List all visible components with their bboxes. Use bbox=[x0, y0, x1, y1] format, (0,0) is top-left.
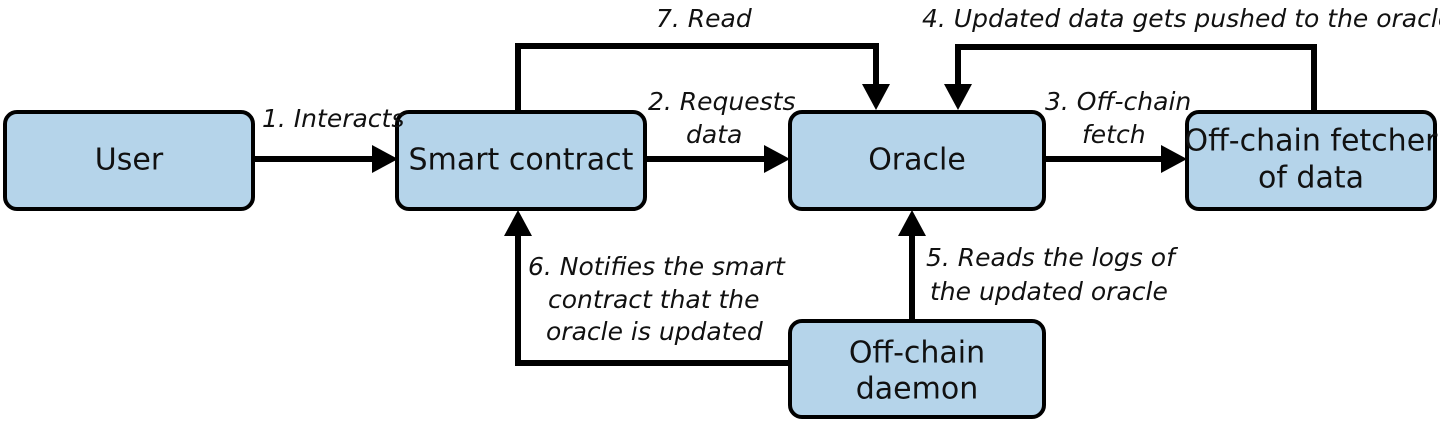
node-smart-contract-label: Smart contract bbox=[409, 143, 634, 178]
edge-requests-data-arrowhead bbox=[764, 145, 790, 173]
edge-label-read: 7. Read bbox=[656, 4, 752, 33]
node-off-chain-fetcher-label-line2: of data bbox=[1258, 161, 1364, 196]
edge-reads-logs-arrowhead bbox=[898, 210, 926, 236]
edge-requests-data bbox=[645, 145, 790, 173]
node-user: User bbox=[3, 110, 255, 211]
edge-read bbox=[515, 43, 890, 112]
edge-notifies-line bbox=[515, 236, 790, 366]
node-user-label: User bbox=[95, 143, 164, 178]
edge-label-reads-logs-line1: 5. Reads the logs of bbox=[926, 243, 1178, 272]
edge-notifies bbox=[504, 210, 790, 366]
edge-label-requests-data-line2: data bbox=[686, 120, 742, 149]
node-oracle: Oracle bbox=[788, 110, 1046, 211]
edge-label-off-chain-fetch-line1: 3. Off-chain bbox=[1045, 87, 1191, 116]
edge-off-chain-fetch-arrowhead bbox=[1161, 145, 1187, 173]
node-smart-contract-box bbox=[395, 110, 647, 211]
node-off-chain-daemon-box bbox=[788, 319, 1046, 419]
edge-label-reads-logs-line2: the updated oracle bbox=[930, 277, 1168, 306]
edge-label-off-chain-fetch-line2: fetch bbox=[1082, 120, 1146, 149]
node-oracle-box bbox=[788, 110, 1046, 211]
node-off-chain-daemon-label-line1: Off-chain bbox=[849, 336, 985, 371]
edge-updated-data-pushed-arrowhead bbox=[944, 84, 972, 110]
node-off-chain-fetcher-label-line1: Off-chain fetcher bbox=[1185, 124, 1439, 159]
node-off-chain-daemon: Off-chain daemon bbox=[788, 319, 1046, 419]
node-off-chain-daemon-label-line2: daemon bbox=[856, 372, 978, 407]
edge-label-requests-data-line1: 2. Requests bbox=[648, 87, 796, 116]
node-off-chain-fetcher: Off-chain fetcher of data bbox=[1185, 110, 1439, 211]
edge-read-line bbox=[515, 43, 879, 112]
node-user-box bbox=[3, 110, 255, 211]
edge-label-notifies-line1: 6. Notifies the smart bbox=[528, 252, 786, 281]
node-off-chain-fetcher-box bbox=[1185, 110, 1437, 211]
edge-interacts-arrowhead bbox=[372, 145, 398, 173]
node-smart-contract: Smart contract bbox=[395, 110, 647, 211]
edge-label-interacts: 1. Interacts bbox=[262, 104, 404, 133]
edge-updated-data-pushed-line bbox=[955, 44, 1317, 112]
edge-label-updated-data-pushed: 4. Updated data gets pushed to the oracl… bbox=[922, 4, 1440, 33]
edge-reads-logs bbox=[898, 210, 926, 321]
edge-label-notifies-line3: oracle is updated bbox=[546, 317, 763, 346]
edge-interacts bbox=[253, 145, 398, 173]
edge-notifies-arrowhead bbox=[504, 210, 532, 236]
edge-label-notifies-line2: contract that the bbox=[548, 285, 760, 314]
node-oracle-label: Oracle bbox=[868, 143, 966, 178]
edge-off-chain-fetch bbox=[1044, 145, 1187, 173]
edge-updated-data-pushed bbox=[944, 44, 1317, 112]
edge-read-arrowhead bbox=[862, 84, 890, 110]
